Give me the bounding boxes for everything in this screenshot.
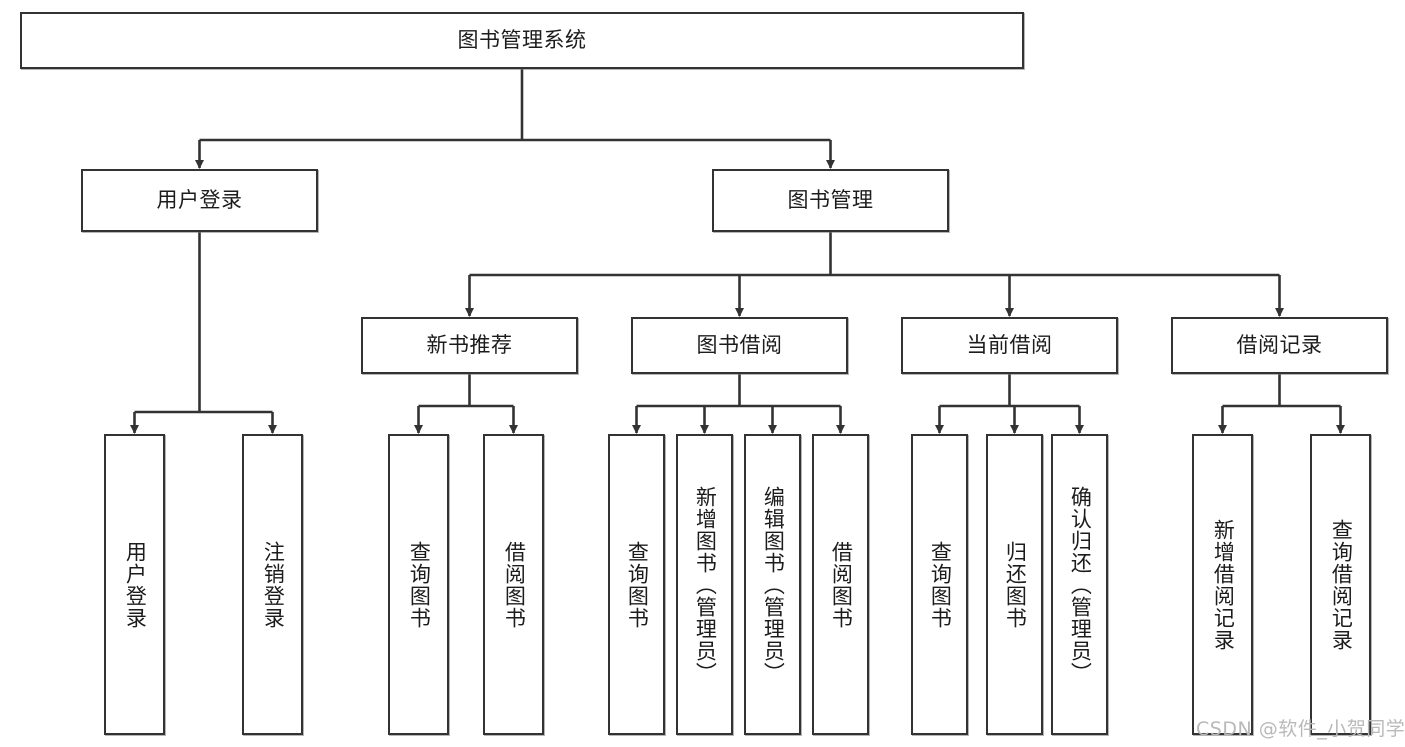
- node-label-leaf-cur-return: 归还图书: [1003, 540, 1028, 629]
- node-label-leaf-bw-edit: 编辑图书（管理员）: [761, 485, 786, 684]
- node-label-leaf-bw-add: 新增图书（管理员）: [693, 485, 718, 684]
- node-label-leaf-rec-query: 查询借阅记录: [1329, 518, 1354, 651]
- node-label-leaf-bw-borrow: 借阅图书: [829, 540, 854, 629]
- node-label-borrow: 图书借阅: [696, 332, 783, 357]
- node-label-records: 借阅记录: [1236, 332, 1323, 357]
- node-label-current: 当前借阅: [966, 332, 1053, 357]
- node-label-leaf-rec-add: 新增借阅记录: [1211, 518, 1236, 651]
- node-leaf-nb-query[interactable]: 查询图书: [388, 434, 449, 735]
- node-label-leaf-user-login: 用户登录: [123, 540, 148, 629]
- node-leaf-bw-edit[interactable]: 编辑图书（管理员）: [744, 434, 801, 735]
- node-leaf-cur-return[interactable]: 归还图书: [986, 434, 1043, 735]
- node-borrow[interactable]: 图书借阅: [631, 317, 848, 374]
- node-leaf-user-logout[interactable]: 注销登录: [242, 434, 303, 735]
- node-leaf-nb-borrow[interactable]: 借阅图书: [483, 434, 544, 735]
- node-leaf-user-login[interactable]: 用户登录: [104, 434, 165, 735]
- node-current[interactable]: 当前借阅: [901, 317, 1118, 374]
- node-label-leaf-cur-confirm: 确认归还（管理员）: [1068, 485, 1093, 684]
- node-leaf-bw-add[interactable]: 新增图书（管理员）: [676, 434, 733, 735]
- node-label-login: 用户登录: [156, 187, 243, 212]
- node-leaf-cur-query[interactable]: 查询图书: [911, 434, 968, 735]
- node-leaf-rec-add[interactable]: 新增借阅记录: [1192, 434, 1253, 735]
- node-leaf-bw-query[interactable]: 查询图书: [608, 434, 665, 735]
- node-label-leaf-nb-borrow: 借阅图书: [502, 540, 527, 629]
- node-label-bookmgmt: 图书管理: [787, 187, 874, 212]
- node-label-root: 图书管理系统: [457, 27, 587, 52]
- node-label-leaf-nb-query: 查询图书: [407, 540, 432, 629]
- node-newbook[interactable]: 新书推荐: [361, 317, 578, 374]
- node-label-leaf-user-logout: 注销登录: [261, 540, 286, 629]
- node-label-leaf-cur-query: 查询图书: [928, 540, 953, 629]
- node-bookmgmt[interactable]: 图书管理: [712, 169, 949, 232]
- node-leaf-bw-borrow[interactable]: 借阅图书: [812, 434, 869, 735]
- node-login[interactable]: 用户登录: [81, 169, 318, 232]
- node-records[interactable]: 借阅记录: [1171, 317, 1388, 374]
- node-leaf-cur-confirm[interactable]: 确认归还（管理员）: [1051, 434, 1108, 735]
- node-leaf-rec-query[interactable]: 查询借阅记录: [1310, 434, 1371, 735]
- node-root[interactable]: 图书管理系统: [20, 12, 1024, 69]
- tree-connectors: [130, 69, 1345, 434]
- node-label-leaf-bw-query: 查询图书: [625, 540, 650, 629]
- node-label-newbook: 新书推荐: [426, 332, 513, 357]
